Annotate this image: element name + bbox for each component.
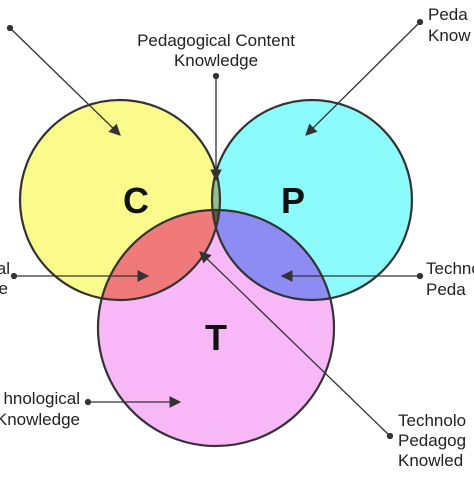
tck-label-line2: e xyxy=(0,279,8,298)
tk-arrow-dot xyxy=(84,398,92,406)
tpk-overlap xyxy=(212,210,334,300)
tpk-label-line1: Techno xyxy=(426,259,474,278)
pk-arrow-dot xyxy=(416,18,424,26)
technology-circle-outline xyxy=(96,208,336,448)
tk-label-line1: hnological xyxy=(3,389,80,408)
content-letter: C xyxy=(123,180,149,221)
ck-arrow-dot xyxy=(6,24,14,32)
ck-arrow xyxy=(9,27,121,136)
tck-label-line1: nical xyxy=(0,259,10,278)
pck-label-line1: Pedagogical Content xyxy=(137,31,295,50)
tk-label-line2: Knowledge xyxy=(0,410,80,429)
tck-arrow-dot xyxy=(10,272,18,280)
pedagogy-letter: P xyxy=(281,180,305,221)
tpack-arrow-dot xyxy=(386,432,394,440)
pk-label-line1: Peda xyxy=(428,5,468,24)
tpack-label-line2: Pedagog xyxy=(398,431,466,450)
pck-arrow-dot xyxy=(212,72,220,80)
pck-label-line2: Knowledge xyxy=(174,51,258,70)
tpack-arrow xyxy=(199,251,391,437)
pk-arrow xyxy=(305,21,421,136)
tpack-label-line3: Knowled xyxy=(398,451,463,470)
technology-letter: T xyxy=(205,317,227,358)
pk-label-line2: Know xyxy=(428,26,471,45)
pedagogy-circle-outline xyxy=(210,98,414,302)
content-circle-outline xyxy=(18,98,222,302)
tpk-label-line2: Peda xyxy=(426,280,466,299)
tpack-label-line1: Technolo xyxy=(398,411,466,430)
tck-overlap xyxy=(98,210,220,300)
tpk-arrow-dot xyxy=(416,272,424,280)
